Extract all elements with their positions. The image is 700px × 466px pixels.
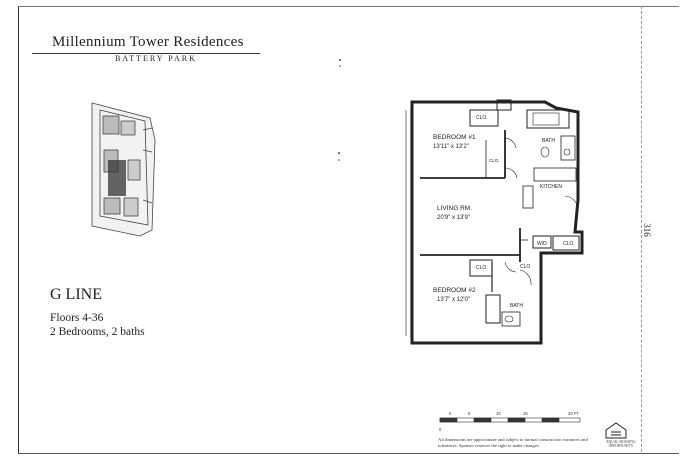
unit-info: Floors 4-36 2 Bedrooms, 2 baths bbox=[50, 311, 145, 339]
scale-tick-20: 20 FT bbox=[568, 411, 579, 416]
bedroom2-name: BEDROOM #2 bbox=[433, 287, 476, 294]
registration-marks bbox=[338, 59, 341, 161]
bath-upper-label: BATH bbox=[542, 138, 555, 144]
living-size: 20'9" x 13'9" bbox=[437, 215, 470, 221]
scale-tick-0: 0 bbox=[449, 411, 452, 416]
floorplan bbox=[405, 99, 584, 345]
key-plan bbox=[91, 102, 156, 237]
bath-lower-label: BATH bbox=[510, 303, 523, 309]
brand-title: Millennium Tower Residences bbox=[52, 34, 244, 50]
floors-text: Floors 4-36 bbox=[50, 312, 104, 324]
scale-tick-15: 15 bbox=[523, 411, 528, 416]
sheet-fold-line bbox=[640, 6, 642, 452]
closet-upper2-label: CLO. bbox=[489, 158, 500, 163]
sheet-border bbox=[18, 6, 679, 454]
scale-bar bbox=[439, 417, 581, 423]
disclaimer: All dimensions are approximate and subje… bbox=[438, 437, 588, 448]
closet-lower2-label: CLO bbox=[520, 264, 531, 270]
equal-housing-label: EQUAL HOUSING OPPORTUNITY bbox=[606, 440, 636, 448]
closet-lower-label: CLO. bbox=[476, 265, 488, 271]
page-number: 316 bbox=[641, 223, 652, 237]
scale-zero-label: 0 bbox=[439, 427, 442, 432]
bedroom2-size: 13'7" x 12'0" bbox=[437, 297, 470, 303]
kitchen-label: KITCHEN bbox=[540, 184, 562, 190]
scale-tick-5: 5 bbox=[468, 411, 471, 416]
scale-tick-10: 10 bbox=[496, 411, 501, 416]
line-title: G LINE bbox=[50, 286, 102, 303]
closet-upper-label: CLO. bbox=[476, 115, 488, 121]
closet-right-label: CLO. bbox=[563, 241, 575, 247]
bedroom1-size: 13'11" x 13'2" bbox=[433, 144, 469, 150]
brand-rule bbox=[32, 53, 260, 54]
brand-subtitle: BATTERY PARK bbox=[115, 54, 197, 63]
living-name: LIVING RM. bbox=[437, 205, 473, 212]
equal-housing-icon bbox=[605, 422, 627, 439]
washer-dryer-label: W/D bbox=[537, 241, 547, 247]
bedrooms-baths-text: 2 Bedrooms, 2 baths bbox=[50, 326, 145, 338]
bedroom1-name: BEDROOM #1 bbox=[433, 134, 476, 141]
